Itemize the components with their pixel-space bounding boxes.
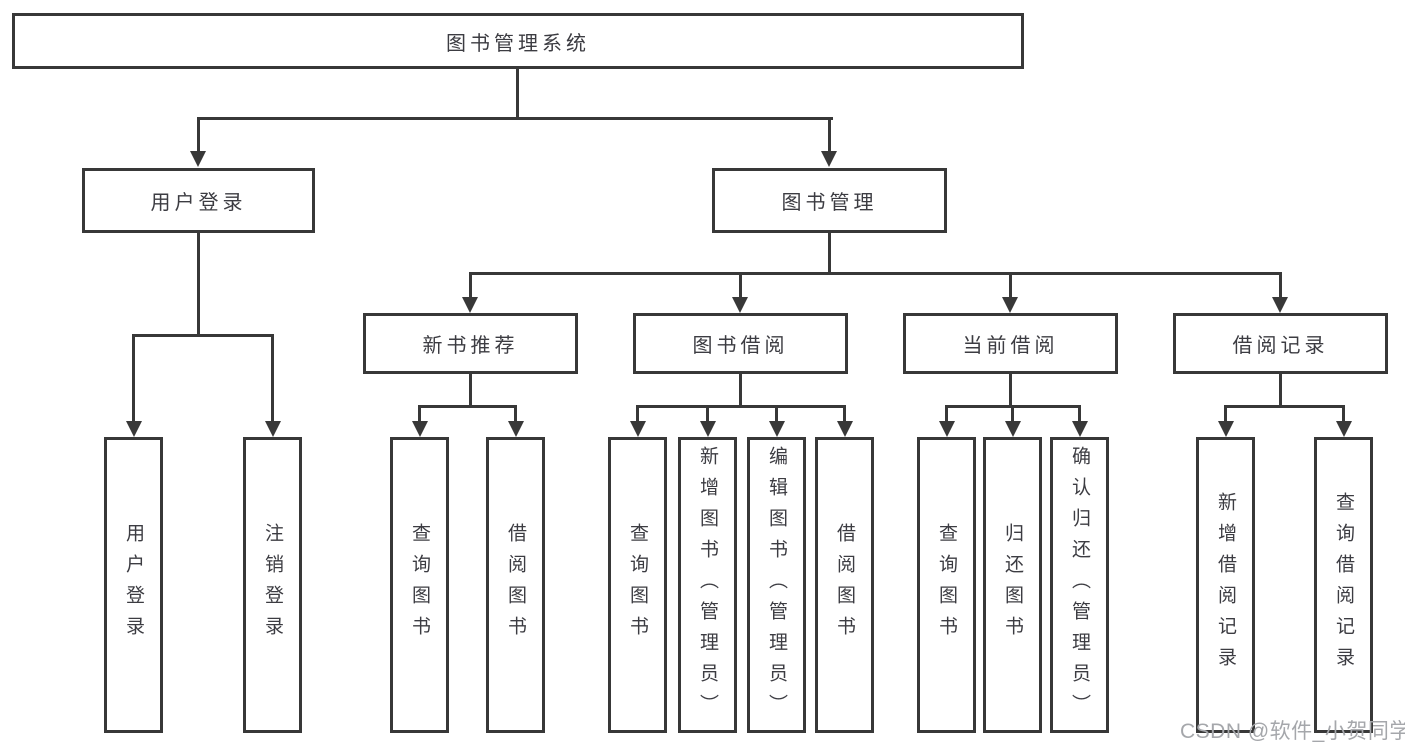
node-current-borrowing: 当前借阅 [903,313,1118,374]
connector-line [132,334,135,422]
arrow-down-icon [939,421,955,437]
connector-line [843,405,846,423]
arrow-down-icon [769,421,785,437]
leaf-borrow-books-recommend: 借阅图书 [486,437,545,733]
connector-line [775,405,778,423]
connector-line [1279,272,1282,300]
leaf-borrow-books-borrowing: 借阅图书 [815,437,874,733]
arrow-down-icon [508,421,524,437]
connector-line [514,405,517,423]
node-user-login: 用户登录 [82,168,315,233]
arrow-down-icon [1272,297,1288,313]
connector-line [636,405,639,423]
leaf-edit-book-admin: 编辑图书（管理员） [747,437,806,733]
leaf-query-books-current: 查询图书 [917,437,976,733]
connector-line [1279,374,1282,407]
connector-line [469,272,1282,275]
connector-line [197,233,200,337]
csdn-watermark: CSDN @软件_小贺同学 [1180,720,1405,743]
connector-line [418,405,421,423]
leaf-query-books-borrowing: 查询图书 [608,437,667,733]
arrow-down-icon [1002,297,1018,313]
node-library-management-system: 图书管理系统 [12,13,1024,69]
leaf-confirm-return-admin: 确认归还（管理员） [1050,437,1109,733]
arrow-down-icon [630,421,646,437]
connector-line [469,272,472,300]
arrow-down-icon [126,421,142,437]
arrow-down-icon [462,297,478,313]
leaf-query-borrow-record: 查询借阅记录 [1314,437,1373,733]
arrow-down-icon [1072,421,1088,437]
node-book-borrowing: 图书借阅 [633,313,848,374]
connector-line [1011,405,1014,423]
connector-line [636,405,846,408]
leaf-query-books-recommend: 查询图书 [390,437,449,733]
node-book-management: 图书管理 [712,168,947,233]
connector-line [1009,374,1012,407]
leaf-add-book-admin: 新增图书（管理员） [678,437,737,733]
connector-line [1224,405,1345,408]
arrow-down-icon [732,297,748,313]
connector-line [945,405,948,423]
node-borrowing-records: 借阅记录 [1173,313,1388,374]
connector-line [1224,405,1227,423]
connector-line [1342,405,1345,423]
arrow-down-icon [821,151,837,167]
connector-line [828,117,831,153]
connector-line [516,69,519,119]
connector-line [828,233,831,275]
connector-line [132,334,274,337]
arrow-down-icon [412,421,428,437]
arrow-down-icon [1336,421,1352,437]
connector-line [197,117,833,120]
connector-line [706,405,709,423]
leaf-user-login: 用户登录 [104,437,163,733]
leaf-logout: 注销登录 [243,437,302,733]
arrow-down-icon [265,421,281,437]
connector-line [739,272,742,300]
node-new-book-recommend: 新书推荐 [363,313,578,374]
arrow-down-icon [1005,421,1021,437]
arrow-down-icon [700,421,716,437]
leaf-return-book: 归还图书 [983,437,1042,733]
connector-line [1078,405,1081,423]
connector-line [271,334,274,422]
connector-line [418,405,517,408]
connector-line [1009,272,1012,300]
arrow-down-icon [1218,421,1234,437]
arrow-down-icon [190,151,206,167]
connector-line [469,374,472,407]
arrow-down-icon [837,421,853,437]
connector-line [197,117,200,153]
leaf-add-borrow-record: 新增借阅记录 [1196,437,1255,733]
connector-line [739,374,742,407]
